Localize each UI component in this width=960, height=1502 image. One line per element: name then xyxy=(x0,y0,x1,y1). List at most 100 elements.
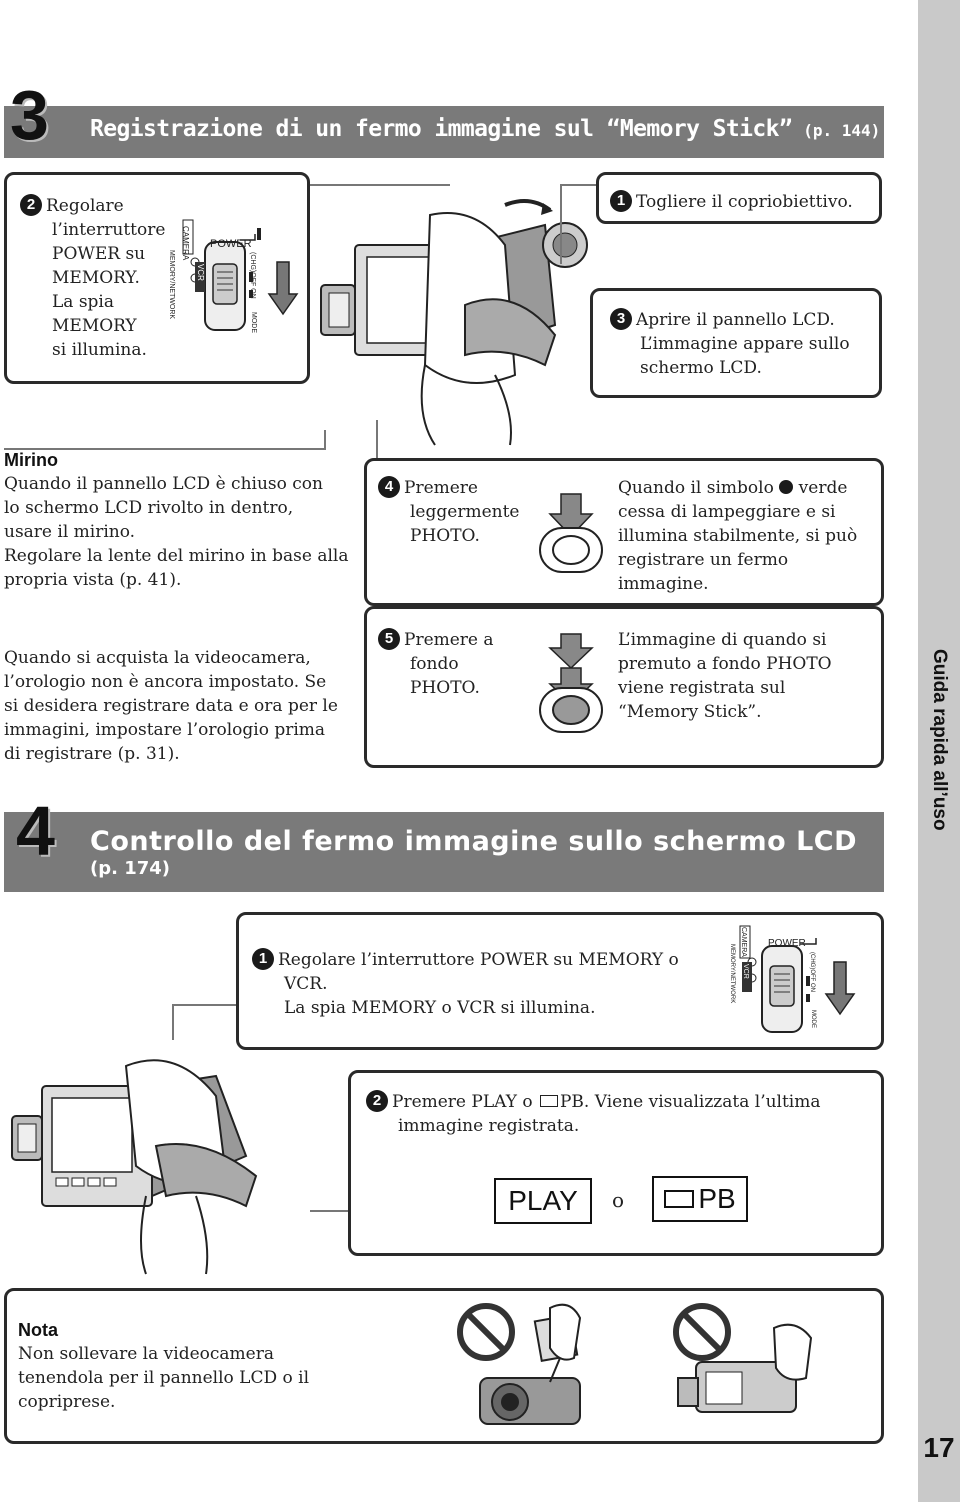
step4-description: Quando il simbolo verde cessa di lampegg… xyxy=(618,476,883,596)
step4-number: 4 xyxy=(378,475,400,498)
mirino-line: lo schermo LCD rivolto in dentro, xyxy=(4,498,294,518)
step5-number: 5 xyxy=(378,627,400,650)
connector-line xyxy=(310,184,450,186)
step4-line: PHOTO. xyxy=(410,526,480,546)
section4-number: 4 xyxy=(16,792,55,870)
side-tab xyxy=(918,0,960,1502)
page-number: 17 xyxy=(923,1432,955,1463)
switch-mode-label: MODE xyxy=(250,312,257,333)
pb-button-label: PB xyxy=(652,1176,748,1222)
step4-desc-text: verde xyxy=(798,478,848,498)
step4-desc-line: immagine. xyxy=(618,574,709,594)
step5-box xyxy=(364,606,884,768)
clock-note-line: l’orologio non è ancora impostato. Se xyxy=(4,672,327,692)
step4-line: Premere xyxy=(404,478,478,498)
clock-note: Quando si acquista la videocamera, l’oro… xyxy=(4,646,364,766)
switch-memory-label: MEMORY/NETWORK xyxy=(729,944,735,1004)
photo-button-full-press-illustration xyxy=(539,633,603,733)
clock-note-line: di registrare (p. 31). xyxy=(4,744,180,764)
step3-number: 3 xyxy=(610,307,632,330)
step4-line: leggermente xyxy=(410,502,520,522)
nota-line: Non sollevare la videocamera xyxy=(18,1344,274,1364)
nota-text: Non sollevare la videocamera tenendola p… xyxy=(18,1342,348,1414)
mirino-line: propria vista (p. 41). xyxy=(4,570,182,590)
or-label: o xyxy=(612,1188,625,1212)
step2-number: 2 xyxy=(20,193,42,216)
section3-title: Registrazione di un fermo immagine sul “… xyxy=(90,116,793,142)
switch-chg-label: (CHG)OFF ON xyxy=(809,952,815,992)
sec4-step1-line: La spia MEMORY o VCR si illumina. xyxy=(284,998,596,1018)
nota-line: copriprese. xyxy=(18,1392,116,1412)
mirino-line: Regolare la lente del mirino in base all… xyxy=(4,546,349,566)
switch-vcr-label: VCR xyxy=(196,264,205,281)
sec4-step2-line: Premere PLAY o xyxy=(392,1092,533,1112)
step1-label: Togliere il copriobiettivo. xyxy=(636,192,853,212)
section4-header-bar xyxy=(4,812,884,892)
section3-number: 3 xyxy=(10,76,49,154)
step1-box xyxy=(596,172,882,224)
photo-button-half-press-illustration xyxy=(539,493,603,573)
step5-desc-line: premuto a fondo PHOTO xyxy=(618,654,832,674)
pb-label-text: PB xyxy=(698,1183,736,1214)
clock-note-line: Quando si acquista la videocamera, xyxy=(4,648,311,668)
step5-line: PHOTO. xyxy=(410,678,480,698)
sec4-step1-line: Regolare l’interruttore POWER su MEMORY … xyxy=(278,950,679,970)
step3-box xyxy=(590,288,882,398)
section4-ref: (p. 174) xyxy=(90,858,171,879)
step5-desc-line: viene registrata sul xyxy=(618,678,786,698)
clock-note-line: immagini, impostare l’orologio prima xyxy=(4,720,326,740)
step1-number: 1 xyxy=(610,189,632,212)
camcorder-hand-illustration xyxy=(320,199,588,446)
step4-box xyxy=(364,458,884,606)
green-dot-icon xyxy=(779,479,794,494)
mirino-heading: Mirino xyxy=(4,450,58,470)
connector-line xyxy=(310,1210,350,1212)
sec4-step2-line: PB. Viene visualizzata l’ultima xyxy=(559,1092,821,1112)
step4-desc-line: illumina stabilmente, si può xyxy=(618,526,858,546)
connector-line xyxy=(172,1004,236,1006)
play-button-label: PLAY xyxy=(494,1178,592,1224)
section3-title-row: Registrazione di un fermo immagine sul “… xyxy=(90,116,890,142)
step4-desc-line: registrare un fermo xyxy=(618,550,789,570)
camcorder-playback-illustration xyxy=(11,1059,258,1275)
connector-line xyxy=(560,184,562,264)
switch-vcr-label: VCR xyxy=(742,964,749,979)
prohibited-jack-cover-lift-illustration xyxy=(673,1303,813,1413)
step2-line: MEMORY xyxy=(52,316,137,336)
switch-power-label: POWER xyxy=(768,938,806,949)
step2-box xyxy=(4,172,310,384)
nota-heading: Nota xyxy=(18,1320,58,1340)
switch-memory-label: MEMORY/NETWORK xyxy=(168,250,175,320)
step3-line: L’immagine appare sullo xyxy=(640,334,850,354)
switch-chg-label: (CHG)OFF ON xyxy=(249,252,256,299)
connector-line xyxy=(4,448,324,450)
connector-line xyxy=(560,184,600,186)
step2-line: POWER su xyxy=(52,244,146,264)
connector-line xyxy=(324,430,326,450)
tape-icon xyxy=(539,1094,558,1107)
section4-title: Controllo del fermo immagine sullo scher… xyxy=(90,826,858,857)
step3-line: schermo LCD. xyxy=(640,358,762,378)
connector-line xyxy=(376,420,378,460)
step2-line: si illumina. xyxy=(52,340,147,360)
sec4-step2-line: immagine registrata. xyxy=(398,1116,580,1136)
tape-icon xyxy=(664,1190,695,1208)
sec4-step1-line: VCR. xyxy=(284,974,328,994)
switch-camera-label: CAMERA xyxy=(181,226,190,261)
step5-line: fondo xyxy=(410,654,459,674)
step5-desc-line: L’immagine di quando si xyxy=(618,630,827,650)
sec4-step2-box xyxy=(348,1070,884,1256)
sec4-step2-number: 2 xyxy=(366,1089,388,1112)
step2-line: La spia xyxy=(52,292,115,312)
switch-camera-label: CAMERA xyxy=(740,927,747,957)
mirino-line: Quando il pannello LCD è chiuso con xyxy=(4,474,323,494)
step4-desc-text: Quando il simbolo xyxy=(618,478,774,498)
prohibited-lcd-lift-illustration xyxy=(457,1303,582,1425)
connector-line xyxy=(172,1004,174,1040)
